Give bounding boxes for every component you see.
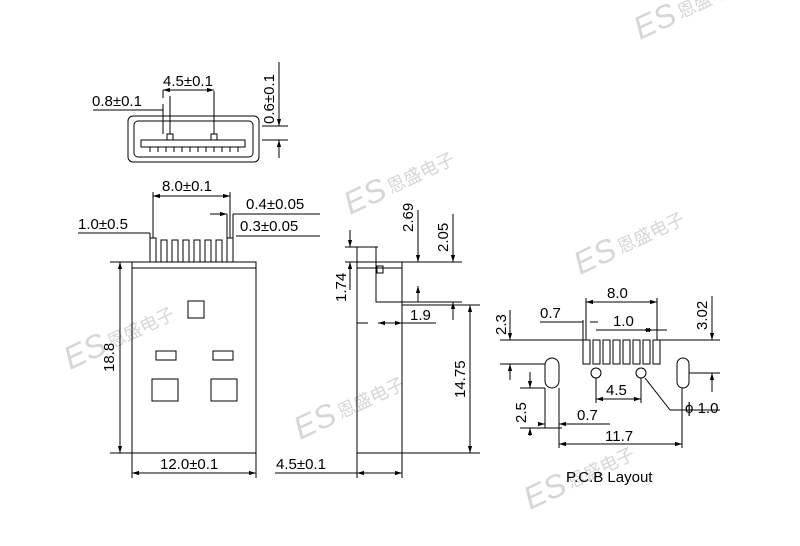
front-view-slot-left xyxy=(155,350,177,361)
dim-1-74: 1.74 xyxy=(333,273,350,302)
dim-depth: 4.5±0.1 xyxy=(276,456,326,473)
front-view-slot-right xyxy=(212,350,234,361)
dim-pcb-4-5: 4.5 xyxy=(606,382,627,399)
dim-2-05: 2.05 xyxy=(435,223,452,252)
top-view-latch-left xyxy=(166,133,174,141)
top-view-contacts xyxy=(149,147,239,152)
dim-pcb-2-3: 2.3 xyxy=(493,314,510,335)
watermark-group: ES 恩盛电子 ES 恩盛电子 ES 恩盛电子 ES 恩盛电子 ES 恩盛电子 … xyxy=(58,0,748,517)
dim-pcb-11-7: 11.7 xyxy=(605,428,633,445)
dim-pcb-1-0: 1.0 xyxy=(613,313,634,330)
side-view-pin-top xyxy=(356,246,377,262)
dim-pin-pitch: 1.0±0.5 xyxy=(78,216,128,233)
dim-pcb-0-7-top: 0.7 xyxy=(540,305,561,322)
dim-line-pcb-hole xyxy=(644,377,671,411)
watermark-logo: ES xyxy=(568,231,622,282)
side-view-latch xyxy=(376,265,384,274)
front-view-pins xyxy=(149,237,234,263)
watermark-text: 恩盛电子 xyxy=(614,209,688,258)
side-view-body xyxy=(356,261,403,454)
dim-1-9: 1.9 xyxy=(410,307,431,324)
front-view-body xyxy=(131,261,257,454)
watermark-logo: ES xyxy=(518,466,572,517)
watermark-logo: ES xyxy=(338,171,392,222)
pcb-hole-left xyxy=(590,367,602,379)
watermark-text: 恩盛电子 xyxy=(334,374,408,423)
watermark-1: ES 恩盛电子 xyxy=(628,0,748,46)
dim-shell-thickness: 0.6±0.1 xyxy=(261,74,278,124)
top-view-latch-right xyxy=(210,133,218,141)
watermark-3: ES 恩盛电子 xyxy=(568,209,688,282)
dim-width: 12.0±0.1 xyxy=(160,456,218,473)
watermark-4: ES 恩盛电子 xyxy=(58,304,178,377)
dim-pcb-hole: ϕ 1.0 xyxy=(685,400,718,417)
watermark-2: ES 恩盛电子 xyxy=(338,149,458,222)
front-view-window-left xyxy=(151,378,179,402)
pcb-hole-right xyxy=(635,367,647,379)
dim-pin-span: 8.0±0.1 xyxy=(162,178,212,195)
pcb-layout xyxy=(500,296,720,448)
dim-pcb-2-5: 2.5 xyxy=(513,402,530,423)
top-view-contact-block xyxy=(140,139,246,148)
dim-14-75: 14.75 xyxy=(452,360,469,398)
dim-slot-width: 4.5±0.1 xyxy=(163,73,213,90)
dim-height: 18.8 xyxy=(101,343,118,372)
side-view xyxy=(275,210,480,478)
dim-pin-width: 0.8±0.1 xyxy=(92,93,142,110)
dim-pin-gap: 0.3±0.05 xyxy=(240,218,298,235)
top-view-shell-inner xyxy=(133,120,254,158)
dim-2-69: 2.69 xyxy=(400,203,417,232)
pcb-pads xyxy=(582,339,661,365)
top-view xyxy=(93,62,288,163)
side-view-pin-leg xyxy=(375,262,402,303)
pcb-caption: P.C.B Layout xyxy=(566,469,653,486)
watermark-text: 恩盛电子 xyxy=(384,149,458,198)
dim-pcb-0-7-bottom: 0.7 xyxy=(577,407,598,424)
watermark-text: 恩盛电子 xyxy=(674,0,748,22)
top-view-shell-outer xyxy=(127,115,260,163)
dim-pcb-3-02: 3.02 xyxy=(694,301,711,330)
front-view-square-hole xyxy=(187,300,205,319)
front-view-window-right xyxy=(210,378,238,402)
dim-pin-thickness: 0.4±0.05 xyxy=(246,196,304,213)
pcb-slot-left xyxy=(544,357,560,389)
pcb-slot-right xyxy=(676,357,690,389)
front-view xyxy=(78,192,320,478)
dim-pcb-8-0: 8.0 xyxy=(607,285,628,302)
watermark-logo: ES xyxy=(288,396,342,447)
watermark-logo: ES xyxy=(628,0,682,46)
watermark-5: ES 恩盛电子 xyxy=(288,374,408,447)
